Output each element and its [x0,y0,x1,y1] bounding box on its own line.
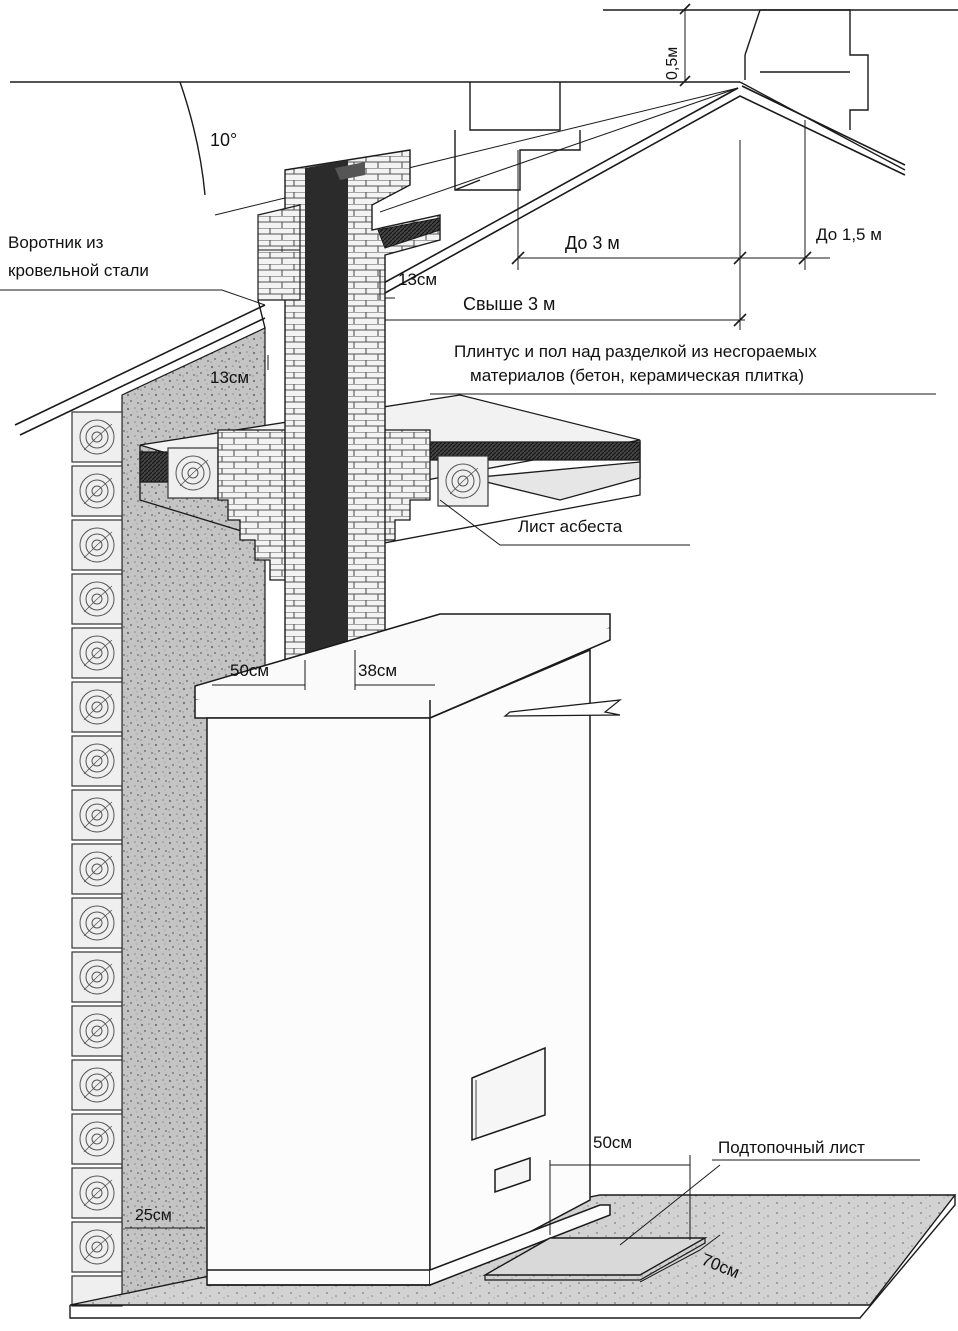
arrow-ticks [511,3,812,327]
leader-lines [0,270,936,1283]
gap-13cm-top-label: 13см [398,270,438,289]
collar [377,217,441,249]
stove-doors [471,1046,546,1194]
fire-sheet-label: Подтопочный лист [718,1138,865,1157]
log-column [71,411,123,1307]
over-3m-label: Свыше 3 м [463,294,556,314]
wall-25cm-label: 25см [135,1207,172,1224]
angle-label: 10° [210,130,238,150]
asbestos-label: Лист асбеста [518,517,623,536]
height-above-ridge-label: 0,5м [664,46,681,80]
plinth-label-line1: Плинтус и пол над разделкой из несгораем… [454,342,817,361]
background-roofline [10,9,958,196]
flue [305,160,348,658]
gap-13cm-left-label: 13см [210,368,250,387]
collar-label-line1: Воротник из [8,233,104,252]
width-38cm-label: 38см [358,661,398,680]
roof [14,85,906,436]
upto-3m-label: До 3 м [565,233,620,253]
front-50cm-label: 50см [593,1133,633,1152]
stove-body [206,648,611,1287]
width-50cm-label: 50см [230,661,270,680]
upto-1-5m-label: До 1,5 м [816,225,882,244]
plinth-label-line2: материалов (бетон, керамическая плитка) [470,366,805,385]
collar-label-line2: кровельной стали [8,261,149,280]
